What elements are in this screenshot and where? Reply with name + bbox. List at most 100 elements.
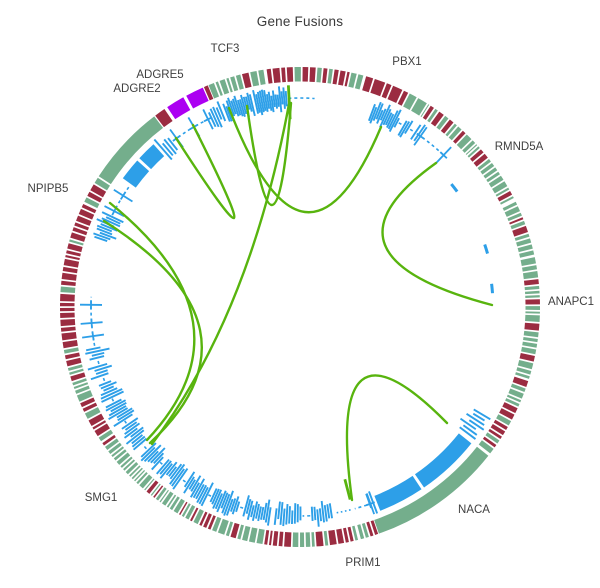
ideogram-segment	[309, 67, 316, 82]
exon-tick	[232, 98, 240, 117]
exon-tick	[100, 223, 118, 232]
ideogram-segment	[517, 244, 533, 253]
exon-tick	[375, 103, 384, 120]
exon-tick	[100, 381, 117, 390]
exon-tick	[116, 407, 133, 419]
ideogram-segment	[493, 419, 508, 430]
fusion-link	[174, 123, 236, 220]
ideogram-segment	[502, 402, 518, 414]
exon-tick	[274, 94, 279, 109]
exon-lone-tick	[490, 283, 495, 294]
exon-tick	[413, 124, 426, 142]
ideogram-segment	[510, 383, 526, 393]
exon-connector-dashes	[141, 443, 147, 450]
ideogram-segment	[181, 503, 191, 517]
ideogram-segment	[516, 238, 532, 247]
ideogram-segment	[515, 372, 530, 379]
ideogram-segment	[284, 532, 292, 547]
exon-tick	[288, 506, 291, 524]
exon-tick	[256, 91, 264, 116]
exon-tick	[161, 142, 174, 157]
chart-title: Gene Fusions	[256, 14, 344, 29]
exon-tick	[96, 227, 113, 236]
exon-tick	[171, 468, 185, 487]
ideogram-segment	[161, 491, 174, 506]
ideogram-segment	[61, 280, 76, 287]
exon-tick	[466, 413, 485, 426]
ideogram-segment	[150, 483, 161, 496]
ideogram-segment	[522, 341, 538, 348]
exon-boundary-crossbar	[439, 151, 448, 159]
ideogram-segment	[525, 295, 540, 299]
ideogram-segment	[302, 67, 309, 82]
exon-tick	[123, 427, 138, 439]
ideogram-segment	[347, 526, 354, 542]
ideogram-segment	[486, 171, 500, 183]
ideogram-segment	[125, 461, 139, 475]
ideogram-segment	[129, 465, 141, 477]
ideogram-segment	[235, 74, 244, 90]
ideogram-segment	[322, 68, 328, 83]
exon-connector-dashes	[398, 122, 403, 126]
exon-tick	[239, 94, 248, 115]
ideogram-segment	[370, 520, 379, 535]
exon-tick	[212, 489, 223, 509]
exon-tick	[276, 94, 280, 107]
ideogram-segment	[80, 397, 96, 408]
ideogram-segment	[436, 115, 449, 130]
ideogram-segment	[230, 522, 240, 539]
exon-tick	[263, 90, 269, 112]
exon-tick	[245, 498, 252, 514]
ideogram-segment	[523, 279, 539, 286]
ideogram-segment	[203, 85, 214, 101]
ideogram-segment	[88, 413, 105, 427]
exon-tick	[260, 506, 265, 520]
exon-tick	[163, 138, 177, 155]
exon-tick	[262, 502, 268, 521]
ideogram-segment	[193, 509, 204, 525]
ideogram-segment	[488, 175, 504, 188]
exon-tick	[90, 372, 109, 381]
ideogram-segment	[75, 385, 90, 394]
ideogram-segment	[403, 93, 417, 110]
ideogram-segment	[131, 467, 143, 480]
ideogram-segment	[524, 290, 540, 295]
ideogram-segment	[510, 220, 526, 230]
ideogram-segment	[521, 346, 537, 355]
exon-tick	[156, 458, 170, 475]
ideogram-segment	[495, 187, 510, 197]
ideogram-segment	[217, 518, 229, 535]
exon-tick	[379, 108, 387, 121]
ideogram-segment	[478, 440, 494, 454]
ideogram-segment	[258, 69, 266, 85]
exon-tick	[227, 97, 236, 117]
exon-tick	[168, 466, 178, 477]
ideogram-segment	[241, 72, 252, 89]
ideogram-segment	[492, 181, 508, 194]
ideogram-segment	[268, 530, 273, 546]
exon-tick	[279, 502, 284, 525]
ideogram-segment	[179, 501, 188, 515]
ideogram-segment	[139, 474, 153, 489]
ideogram-segment	[294, 66, 301, 82]
fusion-anchor-stub	[343, 478, 352, 500]
ideogram-segment	[225, 521, 234, 537]
ideogram-segment	[144, 478, 155, 491]
exon-tick	[255, 94, 261, 113]
exon-tick	[159, 463, 173, 479]
ideogram-segment	[357, 524, 365, 540]
ideogram-segment	[300, 532, 305, 547]
ideogram-segment	[84, 197, 100, 209]
ideogram-segment	[499, 408, 515, 420]
ideogram-segment	[427, 108, 438, 123]
ideogram-segment	[102, 434, 116, 446]
exon-tick	[399, 121, 411, 138]
exon-tick	[473, 408, 491, 421]
ideogram-segment	[81, 203, 97, 214]
ideogram-segment	[67, 364, 83, 371]
exon-tick	[233, 95, 242, 116]
ideogram-segment	[74, 222, 89, 231]
exon-tick	[211, 488, 220, 505]
exon-tick	[105, 216, 121, 225]
exon-tick	[393, 117, 400, 128]
